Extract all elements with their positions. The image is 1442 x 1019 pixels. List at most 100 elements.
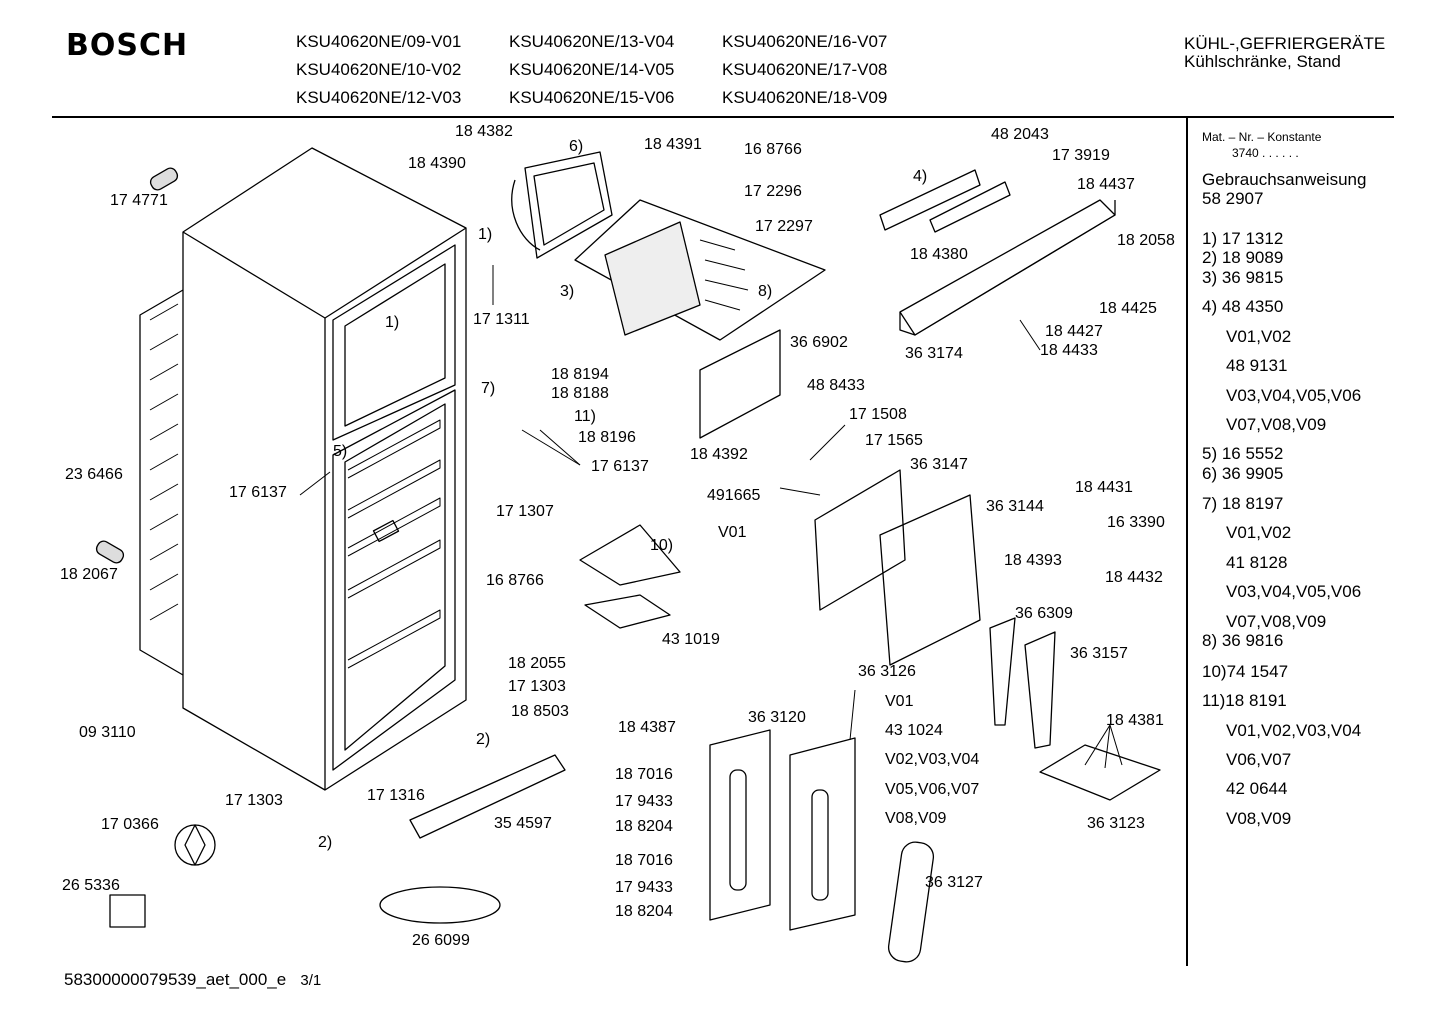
- sidebar-entry: 5) 16 5552: [1202, 444, 1284, 463]
- part-label: 26 5336: [62, 877, 120, 894]
- page-indicator: 3/1: [300, 972, 322, 989]
- model-number: KSU40620NE/14-V05: [509, 60, 675, 79]
- part-label: V05,V06,V07: [885, 781, 980, 798]
- sidebar-entry: 4) 48 4350: [1202, 297, 1284, 316]
- bottom-cover: [410, 755, 565, 838]
- sidebar-entry: V07,V08,V09: [1226, 415, 1327, 434]
- part-label: 26 6099: [412, 932, 470, 949]
- part-label: 2): [318, 834, 333, 851]
- part-label: 18 8188: [551, 385, 609, 402]
- part-label: 17 2297: [755, 218, 813, 235]
- model-number: KSU40620NE/18-V09: [722, 88, 888, 107]
- part-label: 18 4433: [1040, 342, 1098, 359]
- part-label: 36 3174: [905, 345, 963, 362]
- part-label: 16 3390: [1107, 514, 1165, 531]
- part-label: 43 1019: [662, 631, 720, 648]
- part-label: 18 8204: [615, 818, 673, 835]
- sidebar-entry: 10)74 1547: [1202, 662, 1289, 681]
- part-label: 18 4425: [1099, 300, 1157, 317]
- model-number: KSU40620NE/12-V03: [296, 88, 462, 107]
- part-label: 17 3919: [1052, 147, 1110, 164]
- part-label: 36 3126: [858, 663, 916, 680]
- sidebar-entry: V06,V07: [1226, 750, 1292, 769]
- sidebar-entry: V03,V04,V05,V06: [1226, 386, 1362, 405]
- part-label: 17 1303: [225, 792, 283, 809]
- part-label: 3): [560, 283, 575, 300]
- part-label: 17 1508: [849, 406, 907, 423]
- part-label: 17 6137: [591, 458, 649, 475]
- part-label: V01: [885, 693, 914, 710]
- evaporator-coil: [575, 200, 825, 340]
- manual-number: 58 2907: [1202, 189, 1264, 208]
- part-label: 17 1303: [508, 678, 566, 695]
- part-label: 4): [913, 168, 928, 185]
- part-label: 36 3144: [986, 498, 1044, 515]
- part-label: 1): [478, 226, 493, 243]
- mat-nr-label: Mat. – Nr. – Konstante: [1202, 130, 1322, 144]
- part-label: 36 3147: [910, 456, 968, 473]
- part-label: 36 6902: [790, 334, 848, 351]
- sidebar-entry: 11)18 8191: [1202, 691, 1287, 710]
- part-label: 18 8194: [551, 366, 609, 383]
- shelf-bracket: [580, 525, 680, 628]
- part-label: 48 2043: [991, 126, 1049, 143]
- model-number: KSU40620NE/16-V07: [722, 32, 888, 51]
- manual-label: Gebrauchsanweisung: [1202, 170, 1367, 189]
- part-label: 18 2067: [60, 566, 118, 583]
- sidebar-entry: 6) 36 9905: [1202, 464, 1284, 483]
- part-label: 11): [574, 408, 596, 425]
- brand-logo: BOSCH: [66, 28, 189, 63]
- part-label: 18 4431: [1075, 479, 1133, 496]
- sidebar-entry: 3) 36 9815: [1202, 268, 1284, 287]
- control-panel: [880, 170, 1115, 335]
- exploded-parts-drawing: [0, 0, 1180, 1019]
- sidebar-entry: 1) 17 1312: [1202, 229, 1284, 248]
- part-label: 17 0366: [101, 816, 159, 833]
- part-label: 36 6309: [1015, 605, 1073, 622]
- sidebar-entry: V03,V04,V05,V06: [1226, 582, 1362, 601]
- sidebar-entry: V01,V02: [1226, 327, 1292, 346]
- category-subtitle: Kühlschränke, Stand: [1184, 52, 1341, 71]
- part-label: 18 4392: [690, 446, 748, 463]
- part-label: 43 1024: [885, 722, 943, 739]
- model-number: KSU40620NE/10-V02: [296, 60, 462, 79]
- document-id: 58300000079539_aet_000_e 3/1: [64, 970, 321, 990]
- sidebar-divider: [1186, 118, 1188, 966]
- mat-nr-value: 3740 . . . . . .: [1232, 146, 1299, 160]
- part-label: 18 4427: [1045, 323, 1103, 340]
- part-label: 7): [481, 380, 496, 397]
- doc-id-text: 58300000079539_aet_000_e: [64, 970, 287, 989]
- sidebar-entry: V08,V09: [1226, 809, 1292, 828]
- part-182067: [94, 539, 125, 565]
- part-label: 18 7016: [615, 766, 673, 783]
- part-label: 18 4432: [1105, 569, 1163, 586]
- sidebar-entry: 42 0644: [1226, 779, 1288, 798]
- part-label: 17 1307: [496, 503, 554, 520]
- part-label: 17 1565: [865, 432, 923, 449]
- part-label: 18 4387: [618, 719, 676, 736]
- part-label: 18 4393: [1004, 552, 1062, 569]
- rear-cover: [700, 330, 780, 438]
- evaporator-plate: [512, 152, 612, 258]
- part-label: 23 6466: [65, 466, 123, 483]
- category-title: KÜHL-,GEFRIERGERÄTE: [1184, 34, 1386, 53]
- part-label: V02,V03,V04: [885, 751, 980, 768]
- door-panel-left: [710, 730, 770, 920]
- header-divider: [52, 116, 1394, 118]
- fridge-cabinet: [140, 148, 466, 790]
- model-number: KSU40620NE/13-V04: [509, 32, 675, 51]
- part-label: 18 4381: [1106, 712, 1164, 729]
- sidebar-entry: V01,V02: [1226, 523, 1292, 542]
- part-label: 17 1311: [473, 311, 530, 328]
- part-label: 17 9433: [615, 879, 673, 896]
- sidebar-entry: 2) 18 9089: [1202, 248, 1284, 267]
- part-label: 18 8204: [615, 903, 673, 920]
- part-label: 6): [569, 138, 584, 155]
- power-cord: [380, 887, 500, 923]
- part-174771: [148, 166, 179, 192]
- sidebar-entry: 7) 18 8197: [1202, 494, 1284, 513]
- sidebar-entry: 48 9131: [1226, 356, 1288, 375]
- part-label: 17 6137: [229, 484, 287, 501]
- part-label: 18 4382: [455, 123, 513, 140]
- part-label: 18 8196: [578, 429, 636, 446]
